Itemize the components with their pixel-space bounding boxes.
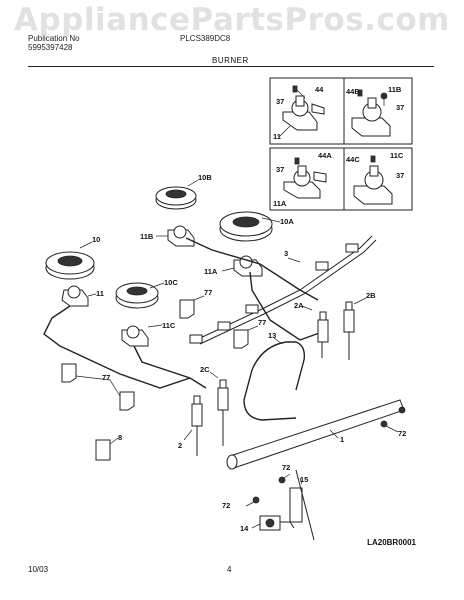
inset-11b-callout-44b: 44B xyxy=(346,87,360,96)
screw-72-lower xyxy=(245,496,260,507)
valve-2a xyxy=(301,305,329,358)
pressure-regulator-14 xyxy=(251,515,295,531)
manifold-pipe-1 xyxy=(226,399,405,470)
inset-11c-callout-44c: 44C xyxy=(346,155,360,164)
burner-head-10c xyxy=(115,282,165,309)
screw-72-mid xyxy=(278,473,291,484)
bracket-77-lower xyxy=(61,363,135,411)
callout-2: 2 xyxy=(178,441,182,450)
callout-11c: 11C xyxy=(162,321,176,330)
gas-tubes xyxy=(43,237,323,389)
inset-panel-11a: 44A 37 11A xyxy=(269,147,345,211)
callout-13: 13 xyxy=(268,331,276,340)
callout-10a: 10A xyxy=(280,217,294,226)
callout-2b: 2B xyxy=(366,291,376,300)
inset-11b-callout-37: 37 xyxy=(396,103,404,112)
callout-15: 15 xyxy=(300,475,308,484)
callout-77-mid: 77 xyxy=(258,318,266,327)
inset-panel-11: 44 37 11 xyxy=(269,77,345,145)
valve-2 xyxy=(183,395,203,456)
burner-base-11b xyxy=(156,225,195,247)
tube-13 xyxy=(243,337,306,421)
inset-11b-callout-11b: 11B xyxy=(388,85,402,94)
inset-11a-callout-11a: 11A xyxy=(273,199,287,208)
publication-label: Publication No xyxy=(28,34,80,43)
callout-11: 11 xyxy=(96,289,104,298)
footer-date: 10/03 xyxy=(28,565,49,574)
burner-base-11c xyxy=(121,324,163,347)
callout-3: 3 xyxy=(284,249,288,258)
bracket-15 xyxy=(289,469,315,541)
callout-2c: 2C xyxy=(200,365,210,374)
header-publication: Publication No 5995397428 xyxy=(28,34,80,52)
inset-11a-callout-37: 37 xyxy=(276,165,284,174)
callout-8: 8 xyxy=(118,433,122,442)
callout-72-mid: 72 xyxy=(282,463,290,472)
publication-number: 5995397428 xyxy=(28,43,73,52)
callout-77-upper: 77 xyxy=(204,288,212,297)
valve-2b xyxy=(343,297,367,360)
callout-14: 14 xyxy=(240,524,249,533)
model-number: PLCS389DC8 xyxy=(180,34,231,43)
bracket-77-upper xyxy=(179,295,205,319)
inset-11-callout-11: 11 xyxy=(273,132,281,141)
callout-77-lower: 77 xyxy=(102,373,110,382)
inset-11c-callout-11c: 11C xyxy=(390,151,404,160)
inset-11c-callout-37: 37 xyxy=(396,171,404,180)
callout-72-right: 72 xyxy=(398,429,406,438)
inset-11-callout-37: 37 xyxy=(276,97,284,106)
spark-module-8 xyxy=(95,437,119,461)
inset-panel-11c: 44C 11C 37 xyxy=(343,147,413,211)
callout-11a: 11A xyxy=(204,267,218,276)
callout-10b: 10B xyxy=(198,173,212,182)
wire-harness-3 xyxy=(189,235,377,345)
footer-page-number: 4 xyxy=(227,565,232,574)
inset-panel-11b: 44B 11B 37 xyxy=(343,77,413,145)
burner-base-11 xyxy=(61,285,97,307)
inset-11-callout-44: 44 xyxy=(315,85,324,94)
callout-2a: 2A xyxy=(294,301,304,310)
section-title: BURNER xyxy=(212,56,249,65)
valve-2c xyxy=(209,371,229,446)
bracket-77-mid xyxy=(233,325,259,349)
header-rule xyxy=(28,66,434,67)
burner-head-10b xyxy=(155,179,199,210)
diagram-code: LA20BR0001 xyxy=(367,538,416,547)
callout-1: 1 xyxy=(340,435,344,444)
inset-11a-callout-44a: 44A xyxy=(318,151,332,160)
watermark: AppliancePartsPros.com xyxy=(14,2,450,38)
callout-11b: 11B xyxy=(140,232,154,241)
callout-72-lower: 72 xyxy=(222,501,230,510)
burner-head-10a xyxy=(219,211,281,242)
burner-head-10 xyxy=(45,241,95,280)
callout-10c: 10C xyxy=(164,278,178,287)
screw-72-right xyxy=(380,406,406,433)
callout-10: 10 xyxy=(92,235,100,244)
